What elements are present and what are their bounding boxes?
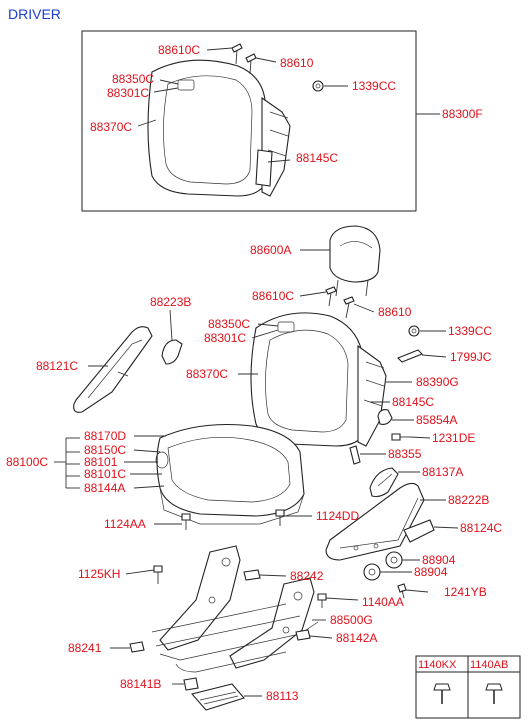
knob-88904-b <box>363 563 381 581</box>
bolt-icon-1140ab <box>485 683 503 704</box>
bracket-88137a <box>369 467 399 498</box>
label-1125kh: 1125KH <box>78 567 120 581</box>
label-88350c: 88350C <box>208 317 250 331</box>
backrest-cover-drawing <box>147 59 291 197</box>
label-88500g: 88500G <box>330 613 373 627</box>
label-88145c-top: 88145C <box>296 151 338 165</box>
label-88610: 88610 <box>378 305 412 319</box>
fastener-88610c <box>325 286 337 307</box>
label-88370c: 88370C <box>186 367 228 381</box>
bolt-1140aa <box>317 593 327 608</box>
label-88241: 88241 <box>68 641 102 655</box>
seat-cushion-drawing <box>155 424 305 525</box>
label-88301c-top: 88301C <box>107 86 149 100</box>
label-1339cc: 1339CC <box>448 324 492 338</box>
knob-88124c <box>403 519 435 543</box>
label-1140aa: 1140AA <box>362 595 404 609</box>
label-88113: 88113 <box>266 689 299 703</box>
seat-back-drawing <box>250 312 387 447</box>
bolt-table <box>415 655 521 719</box>
bracket-88100c <box>54 437 80 489</box>
backrest-cover-frame <box>81 30 417 212</box>
leaders-top <box>137 47 440 163</box>
label-88124c: 88124C <box>460 521 502 535</box>
cover-88113 <box>190 683 245 711</box>
label-88355: 88355 <box>388 447 422 461</box>
leader-88242 <box>259 574 287 577</box>
fastener-88610 <box>343 296 355 319</box>
label-85854a: 85854A <box>416 413 457 427</box>
label-88610c: 88610C <box>252 289 294 303</box>
label-88610c-top: 88610C <box>158 43 200 57</box>
label-88137a: 88137A <box>422 465 463 479</box>
leader-88150c <box>133 449 161 453</box>
label-88170d: 88170D <box>84 429 126 443</box>
leader-88350c <box>257 323 279 327</box>
label-1124aa: 1124AA <box>104 517 146 531</box>
label-1124dd: 1124DD <box>316 509 359 523</box>
label-1241yb: 1241YB <box>444 585 487 599</box>
part-88141b <box>183 677 199 691</box>
side-shield-88222b <box>325 482 425 561</box>
label-88390g: 88390G <box>416 375 459 389</box>
leader-1231de <box>409 436 431 439</box>
lever-1799jc <box>397 349 423 363</box>
label-88145c: 88145C <box>392 395 434 409</box>
label-88370c-top: 88370C <box>90 120 132 134</box>
side-cover-88121c <box>73 326 153 413</box>
screw-1231de <box>391 433 410 441</box>
label-88121c: 88121C <box>36 359 78 373</box>
label-88600a: 88600A <box>250 243 291 257</box>
leader-88223b <box>169 309 173 341</box>
knob-88904-a <box>385 551 403 569</box>
bolt-icon-1140kx <box>433 683 451 704</box>
bolt-1124dd <box>275 509 285 526</box>
label-88223b: 88223B <box>150 295 191 309</box>
label-88141b: 88141B <box>120 677 161 691</box>
part-88241 <box>129 641 145 653</box>
label-88904-b: 88904 <box>414 565 448 579</box>
leader-88124c <box>433 526 459 529</box>
clip-88242 <box>243 569 261 581</box>
part-88142a <box>295 629 311 641</box>
label-88242: 88242 <box>290 569 324 583</box>
table-header-1140kx: 1140KX <box>418 659 457 671</box>
guide-88355 <box>349 445 361 465</box>
fastener-88610c-top <box>231 43 243 65</box>
leader-1125kh <box>125 569 155 575</box>
label-88350c-top: 88350C <box>112 72 154 86</box>
bolt-1124aa <box>181 513 191 530</box>
label-88904-a: 88904 <box>422 553 456 567</box>
label-88101c: 88101C <box>84 467 126 481</box>
label-88300f: 88300F <box>442 107 483 121</box>
label-88144a: 88144A <box>84 481 125 495</box>
table-header-1140ab: 1140AB <box>470 659 508 671</box>
clip-85854a <box>377 409 393 425</box>
label-88142a: 88142A <box>336 631 377 645</box>
seat-track-frame <box>151 545 319 673</box>
leader-88610 <box>353 303 375 313</box>
headrest-drawing <box>329 225 381 297</box>
label-88100c: 88100C <box>6 455 48 469</box>
label-1799jc: 1799JC <box>450 350 492 364</box>
leader-1799jc <box>421 354 447 358</box>
label-88610-top: 88610 <box>280 56 314 70</box>
label-88301c: 88301C <box>204 331 246 345</box>
label-88222b: 88222B <box>448 493 489 507</box>
label-1231de: 1231DE <box>432 431 475 445</box>
bolt-1125kh <box>153 565 163 584</box>
label-88150c: 88150C <box>84 443 126 457</box>
clip-88223b <box>161 339 183 365</box>
clip-1339cc <box>408 325 420 337</box>
diagram-title: DRIVER <box>8 6 61 22</box>
leader-88144a <box>133 485 165 489</box>
label-88101: 88101 <box>84 455 118 469</box>
leader-1140aa <box>325 597 359 601</box>
leader-1241yb <box>405 589 429 593</box>
leader-88142a <box>309 635 333 639</box>
clip-1339cc-top <box>312 80 324 92</box>
leader-88610c <box>299 291 327 297</box>
leader-88301c <box>251 329 279 339</box>
label-1339cc-top: 1339CC <box>352 79 396 93</box>
